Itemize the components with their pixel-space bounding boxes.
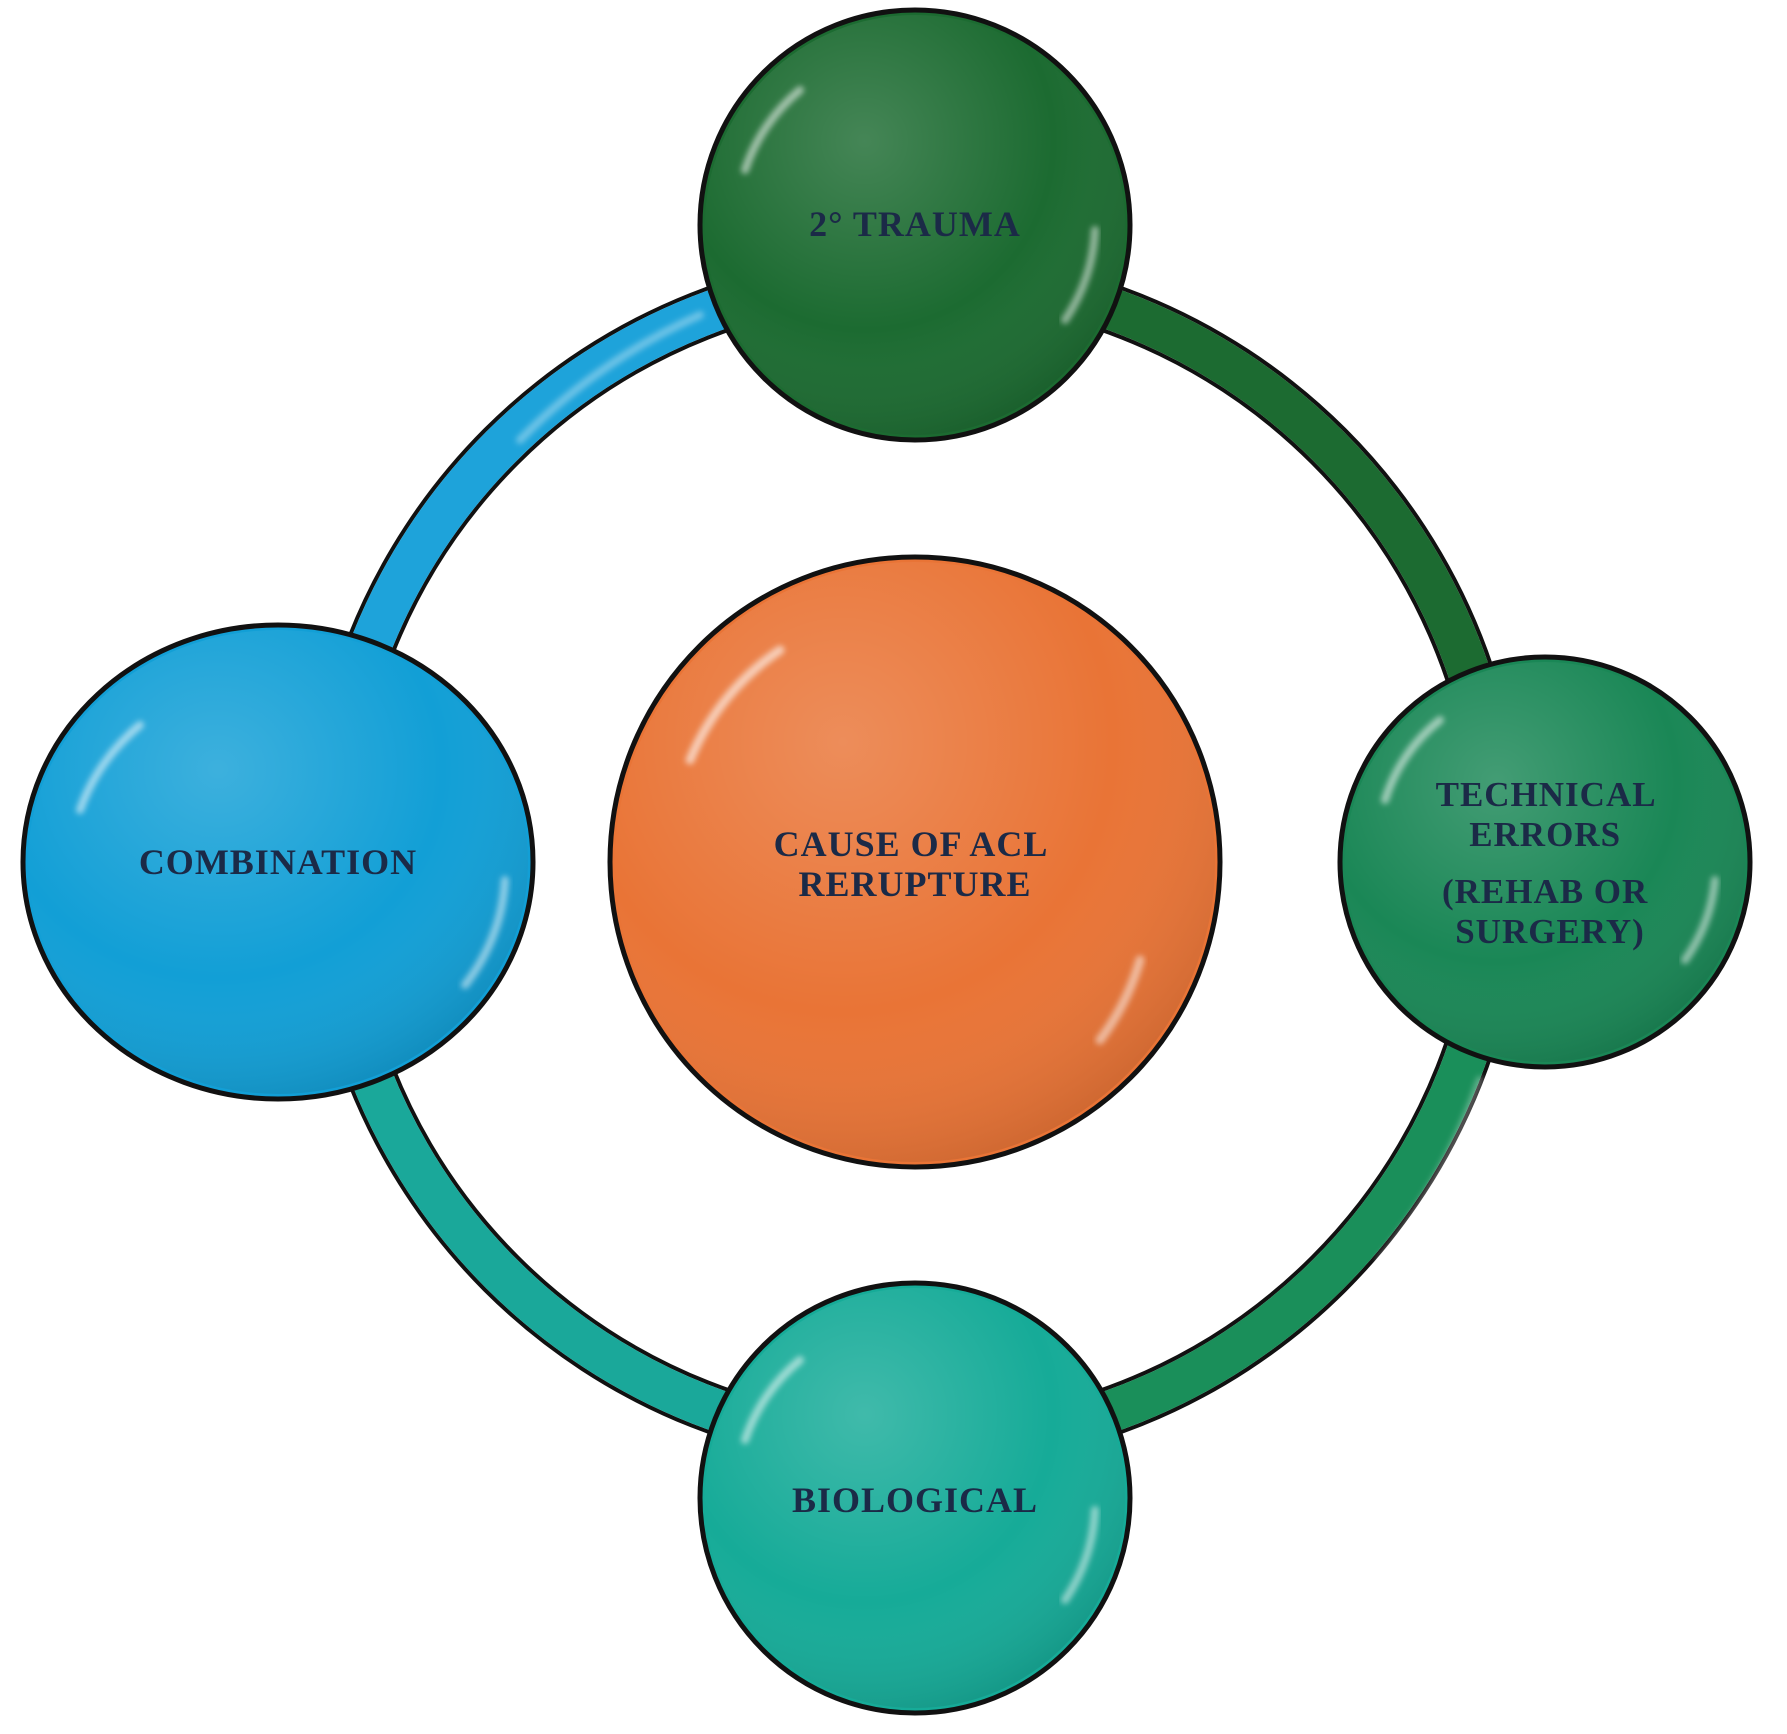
technical-label-line-4: SURGERY) (1455, 912, 1645, 951)
node-trauma: 2° TRAUMA (697, 7, 1133, 443)
biological-label: BIOLOGICAL (792, 1480, 1038, 1520)
svg-text:CAUSE OF ACL RERUPTURE: CAUSE OF ACL RERUPTURE (774, 824, 1057, 904)
technical-label-line-2: ERRORS (1469, 815, 1621, 854)
center-label-line-1: CAUSE OF ACL (774, 824, 1047, 864)
node-combination: COMBINATION (20, 622, 536, 1102)
trauma-label: 2° TRAUMA (809, 204, 1021, 244)
center-label-line-2: RERUPTURE (798, 864, 1031, 904)
center-node: CAUSE OF ACL RERUPTURE (607, 554, 1223, 1170)
node-biological: BIOLOGICAL (697, 1280, 1133, 1716)
node-technical-errors: TECHNICAL ERRORS (REHAB OR SURGERY) (1337, 654, 1753, 1070)
technical-label-line-3: (REHAB OR (1442, 872, 1648, 911)
svg-text:TECHNICAL ERRORS (: TECHNICAL ERRORS (REHAB OR SURGERY) (1436, 775, 1665, 951)
svg-text:2° TRAUMA: 2° TRAUMA (809, 204, 1021, 244)
combination-label: COMBINATION (139, 842, 417, 882)
svg-text:COMBINATION: COMBINATION (139, 842, 417, 882)
technical-label-line-1: TECHNICAL (1436, 775, 1655, 814)
svg-text:BIOLOGICAL: BIOLOGICAL (792, 1480, 1038, 1520)
